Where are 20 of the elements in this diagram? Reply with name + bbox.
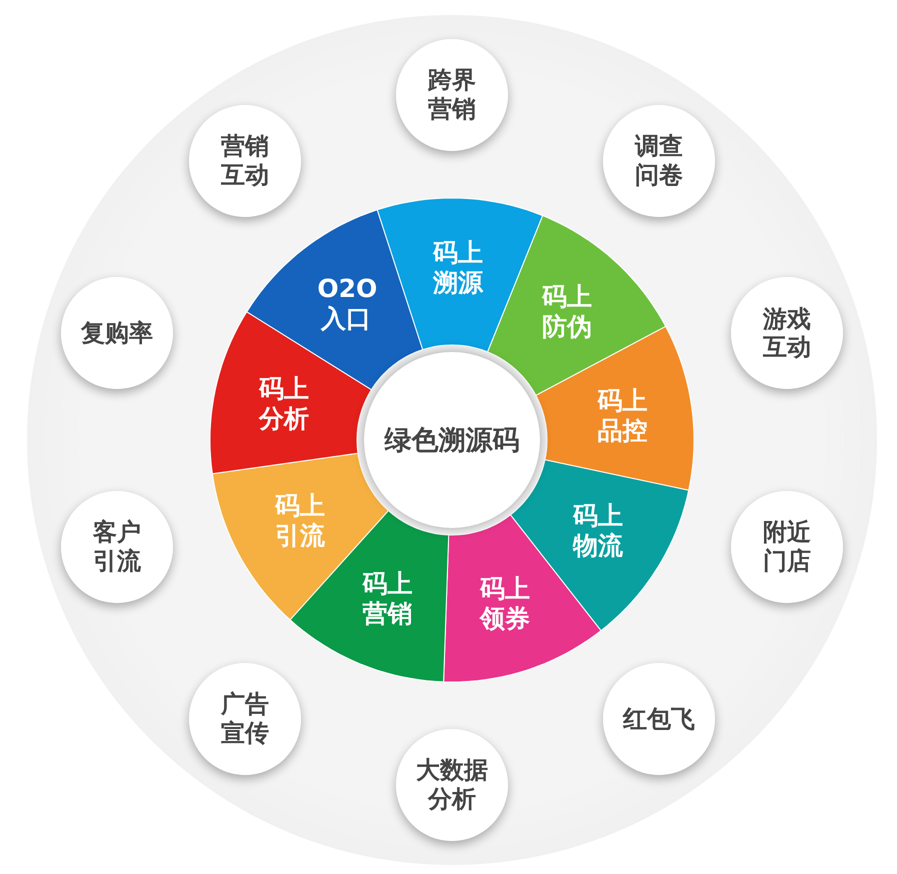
segment-label: 码上溯源 [432, 238, 484, 298]
segment-label: 码上领券 [478, 574, 532, 634]
feature-label: 广告宣传 [220, 690, 270, 748]
segment-label: 码上品控 [596, 386, 648, 446]
center-label: 绿色溯源码 [384, 424, 520, 458]
segment-label: 码上营销 [361, 569, 414, 630]
feature-label: 客户引流 [92, 518, 142, 576]
segment-label: 码上引流 [274, 490, 326, 551]
feature-label: 跨界营销 [426, 66, 477, 124]
segment-label: 码上分析 [258, 374, 310, 434]
segment-label: 码上物流 [572, 501, 624, 562]
feature-label: 营销互动 [220, 132, 270, 190]
feature-label: 复购率 [81, 318, 154, 348]
feature-label: 游戏互动 [762, 304, 812, 362]
segment-label: 码上防伪 [540, 282, 594, 342]
feature-label: 附近门店 [762, 518, 812, 576]
segment-label: O2O入口 [316, 274, 378, 334]
feature-label: 红包飞 [622, 704, 695, 734]
feature-label: 大数据分析 [414, 756, 489, 814]
feature-label: 调查问卷 [634, 132, 684, 190]
